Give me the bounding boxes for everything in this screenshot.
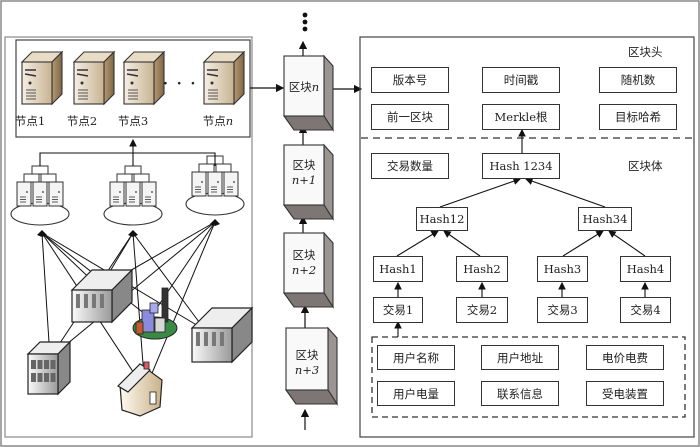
node-label-suffix: n <box>225 114 234 128</box>
network-link <box>149 221 216 319</box>
server-icon <box>122 50 166 106</box>
node-label: 节点2 <box>66 114 98 128</box>
transaction: 交易2 <box>456 297 508 323</box>
header-field-prev-block: 前一区块 <box>371 104 449 130</box>
hub-marker <box>128 230 138 237</box>
header-field-version: 版本号 <box>371 67 449 93</box>
network-link <box>144 221 216 391</box>
transaction: 交易1 <box>373 297 423 323</box>
block-header-title: 区块头 <box>628 45 663 59</box>
transaction-fields-group <box>371 336 686 418</box>
server-cluster-icon <box>103 165 163 226</box>
tx-field-user-name: 用户名称 <box>377 345 455 370</box>
tx-field-contact-info: 联系信息 <box>481 381 559 406</box>
tx-field-user-usage: 用户电量 <box>377 381 455 406</box>
chain-blocks <box>282 54 339 406</box>
tx-field-price-fee: 电价电费 <box>586 345 664 370</box>
server-cluster-icon <box>10 165 70 226</box>
hash-leaf: Hash3 <box>537 256 588 282</box>
tx-field-power-device: 受电装置 <box>586 381 664 406</box>
block-3d <box>282 231 335 309</box>
merkle-root-hash: Hash 1234 <box>482 153 560 179</box>
server-icon <box>20 50 64 106</box>
nodes-ellipsis: · · · <box>163 76 198 92</box>
block-3d <box>282 143 335 221</box>
building-icons <box>26 268 254 417</box>
transaction: 交易4 <box>620 297 671 323</box>
hash-node: Hash34 <box>578 207 632 231</box>
hash-node: Hash12 <box>416 207 468 231</box>
office-building-icon <box>26 340 72 396</box>
ellipsis-dot <box>302 12 308 18</box>
network-link <box>41 232 51 359</box>
cluster-icons <box>10 155 245 226</box>
hub-marker <box>210 219 220 226</box>
house-icon <box>117 361 163 417</box>
server-icons <box>20 50 246 106</box>
block-body-title: 区块体 <box>628 159 663 173</box>
header-field-nonce: 随机数 <box>599 67 677 93</box>
hash-leaf: Hash1 <box>373 256 423 282</box>
tx-count-field: 交易数量 <box>371 153 449 179</box>
block-3d <box>282 54 335 132</box>
hub-marker <box>37 230 47 237</box>
node-label: 节点3 <box>117 114 149 128</box>
header-field-timestamp: 时间戳 <box>482 67 560 93</box>
network-link <box>132 232 146 391</box>
bank-building-icon <box>70 268 134 324</box>
ellipsis-dot <box>302 19 308 25</box>
node-label-text: 节点 <box>202 114 226 128</box>
hash-leaf: Hash2 <box>456 256 508 282</box>
node-label: 节点n <box>193 113 243 129</box>
server-icon <box>202 50 246 106</box>
header-field-target-hash: 目标哈希 <box>599 104 677 130</box>
block-3d <box>284 326 339 406</box>
transaction: 交易3 <box>537 297 588 323</box>
block-n-label: 区块n <box>288 80 320 94</box>
city-icon <box>132 287 178 340</box>
header-field-merkle-root: Merkle根 <box>482 104 560 130</box>
network-link <box>132 232 206 331</box>
tx-field-user-address: 用户地址 <box>481 345 559 370</box>
block-detail-frame <box>359 36 695 438</box>
hash-leaf: Hash4 <box>620 256 671 282</box>
ellipsis-dot <box>302 26 308 32</box>
left-panel-frame <box>4 36 253 438</box>
server-icon <box>72 50 116 106</box>
cluster-bus-line <box>39 152 216 166</box>
server-cluster-icon <box>185 155 245 216</box>
bank-building-icon <box>190 306 254 364</box>
node-label: 节点1 <box>14 114 46 128</box>
